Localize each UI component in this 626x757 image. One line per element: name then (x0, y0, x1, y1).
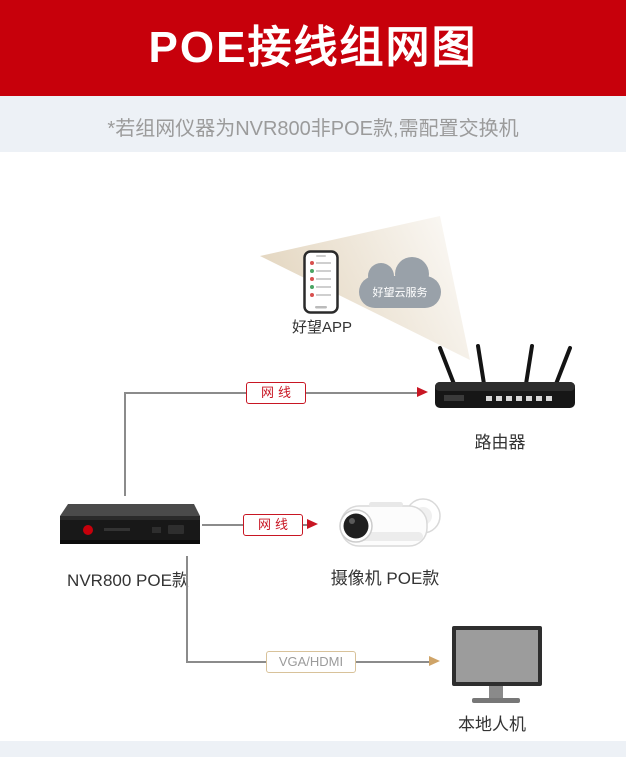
monitor-stand (489, 686, 503, 699)
arrow-right-icon (417, 387, 428, 397)
header-banner: POE接线组网图 (0, 0, 626, 96)
connector-nvr-monitor-vertical (186, 556, 188, 662)
nvr-icon (52, 494, 204, 561)
monitor-label: 本地人机 (458, 715, 526, 734)
router-label: 路由器 (474, 433, 526, 452)
nvr-label: NVR800 POE款 (67, 571, 189, 590)
label-badge-lan-camera: 网线 (243, 514, 303, 536)
camera-label: 摄像机 POE款 (330, 569, 440, 588)
note-text: *若组网仪器为NVR800非POE款,需配置交换机 (107, 118, 519, 140)
label-badge-lan-router: 网线 (246, 382, 306, 404)
connector-nvr-router-vertical (124, 392, 126, 496)
router-icon (430, 342, 580, 419)
monitor-icon (452, 626, 542, 686)
page-title: POE接线组网图 (148, 23, 478, 72)
arrow-right-icon (307, 519, 318, 529)
arrow-right-icon (429, 656, 440, 666)
cloud-icon: 好望云服务 (359, 257, 441, 308)
label-badge-vga-hdmi: VGA/HDMI (266, 651, 356, 673)
camera-icon (325, 490, 453, 565)
monitor-base (472, 698, 520, 703)
app-label: 好望APP (291, 319, 352, 336)
phone-icon (303, 250, 339, 319)
cloud-label: 好望云服务 (372, 287, 428, 299)
